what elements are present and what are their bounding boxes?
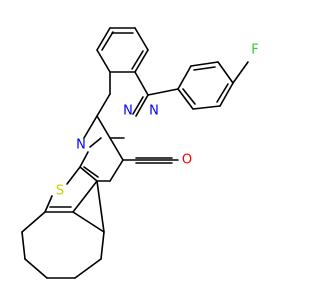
bond xyxy=(134,27,149,51)
double-bond xyxy=(131,50,144,70)
bond xyxy=(192,105,221,110)
bond xyxy=(190,61,219,67)
bond xyxy=(72,211,105,233)
bond xyxy=(96,115,111,139)
bond xyxy=(134,49,149,73)
bond xyxy=(96,180,105,233)
benzo-ring xyxy=(96,27,149,73)
double-bond xyxy=(132,96,144,115)
double-bond xyxy=(216,83,229,103)
bond xyxy=(79,166,98,182)
molecule-structure: F N N N S O xyxy=(21,27,259,279)
phthalazine-ring xyxy=(96,71,149,139)
bond xyxy=(96,93,111,117)
molecule-canvas: F N N N S O xyxy=(21,27,259,279)
sulfur-label: S xyxy=(56,184,64,199)
bond xyxy=(217,61,234,84)
bond xyxy=(72,180,98,213)
fluorophenyl-ring xyxy=(147,61,249,110)
bond xyxy=(134,71,149,96)
double-bond xyxy=(182,88,196,105)
bond xyxy=(74,258,102,279)
double-bond xyxy=(89,137,102,148)
bond xyxy=(109,159,124,182)
nitrogen-label-ring: N xyxy=(149,104,159,119)
bond xyxy=(96,27,111,51)
bond xyxy=(24,258,48,279)
carbonyl-group xyxy=(135,157,173,164)
double-bond xyxy=(101,31,114,51)
double-bond xyxy=(83,166,99,178)
bond xyxy=(177,65,192,90)
pyrimidinone-ring xyxy=(79,115,179,182)
bond xyxy=(177,88,194,110)
nitrogen-label-pyrimidine: N xyxy=(76,138,86,153)
bond xyxy=(135,94,149,117)
bond xyxy=(96,49,111,73)
fluorine-label: F xyxy=(251,43,258,58)
bond xyxy=(219,82,234,107)
bond xyxy=(147,88,179,96)
bond xyxy=(100,231,105,260)
bond xyxy=(83,115,98,139)
bond xyxy=(232,61,249,84)
nitrogen-label-bridge: N xyxy=(123,104,133,119)
bond xyxy=(44,195,53,213)
double-bond xyxy=(193,66,216,71)
bond xyxy=(109,137,124,161)
oxygen-label: O xyxy=(182,153,192,168)
cycloheptane-ring xyxy=(21,180,105,279)
bond xyxy=(79,151,89,168)
bond xyxy=(21,211,46,233)
thiophene-ring xyxy=(44,166,98,213)
bond xyxy=(66,166,81,185)
bond xyxy=(21,231,26,260)
